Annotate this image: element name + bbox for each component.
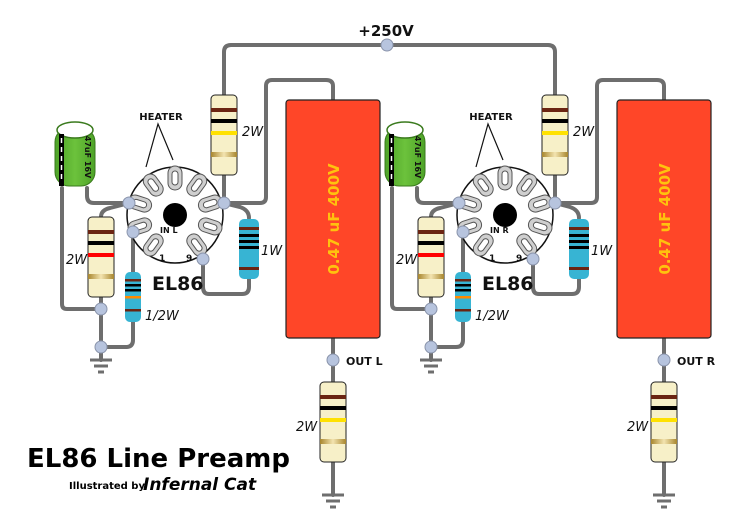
plate-resistor-watt: 2W (242, 125, 264, 140)
cathode-junction-node (424, 302, 438, 316)
grid-node (126, 225, 140, 239)
cathode-cap-neg-wire-right (390, 186, 433, 311)
heater-label: HEATER (139, 112, 183, 123)
screen-resistor-watt: 1W (261, 244, 283, 259)
screen-wire-top-right (553, 201, 581, 220)
electrolytic-label: 47uF 16V (413, 136, 422, 179)
screen-wire-bottom-right (531, 260, 581, 296)
screen-resistor (569, 219, 589, 279)
supply-rail-wire (222, 43, 557, 102)
output-resistor (650, 381, 678, 463)
supply-label: +250V (358, 22, 414, 40)
grid-resistor (125, 272, 141, 322)
cathode-junction-node (94, 302, 108, 316)
pin1-label: 1 (159, 254, 165, 264)
electrolytic-label: 47uF 16V (83, 136, 92, 179)
plate-to-cap-wire-right (553, 78, 666, 205)
cathode-resistor-watt: 2W (396, 253, 418, 268)
screen-resistor-watt: 1W (591, 244, 613, 259)
screen-node (196, 252, 210, 266)
grid-resistor-watt: 1/2W (475, 309, 510, 324)
screen-wire-top-left (222, 201, 251, 220)
cathode-cap-neg-wire-left (60, 186, 103, 311)
input-label: IN L (160, 226, 178, 235)
tube-socket-right (455, 165, 555, 264)
heater-pointer (145, 122, 174, 168)
cathode-node (122, 196, 136, 210)
plate-node (548, 196, 562, 210)
coupling-cap-label: 0.47 uF 400V (656, 163, 674, 275)
tube-socket-left (125, 165, 225, 264)
tube-label: EL86 (152, 273, 204, 295)
coupling-cap-label: 0.47 uF 400V (325, 163, 343, 275)
grid-gnd-wire-right (429, 320, 465, 349)
cathode-cap-wire-left (85, 186, 131, 205)
supply-node (380, 38, 394, 52)
diagram-title: EL86 Line Preamp (27, 444, 290, 474)
heater-label: HEATER (469, 112, 513, 123)
electrolytic-capacitor-left: 47uF 16V (54, 121, 96, 187)
output-resistor-watt: 2W (296, 420, 318, 435)
heater-pointer (475, 122, 504, 168)
output-resistor (319, 381, 347, 463)
plate-resistor-watt: 2W (573, 125, 595, 140)
screen-wire-bottom-left (201, 260, 251, 296)
grid-node (456, 225, 470, 239)
credit-prefix: Illustrated by (69, 481, 145, 492)
cathode-cap-wire-right (415, 186, 461, 205)
pin1-label: 1 (489, 254, 495, 264)
electrolytic-capacitor-right: 47uF 16V (384, 121, 426, 187)
cathode-resistor-watt: 2W (66, 253, 88, 268)
input-label: IN R (490, 226, 509, 235)
grid-gnd-wire-left (99, 320, 135, 349)
pin9-label: 9 (516, 254, 522, 264)
screen-node (526, 252, 540, 266)
cathode-resistor (417, 216, 445, 298)
cathode-node (452, 196, 466, 210)
tube-label: EL86 (482, 273, 534, 295)
grid-resistor-watt: 1/2W (145, 309, 180, 324)
plate-resistor (210, 94, 238, 176)
plate-to-cap-wire-left (222, 78, 335, 205)
ground-node (94, 340, 108, 354)
channel-left: 47uF 16V HEATER IN L 1 9 EL86 (54, 78, 383, 509)
output-label: OUT R (677, 355, 716, 368)
output-label: OUT L (346, 355, 383, 368)
ground-node (424, 340, 438, 354)
cathode-resistor (87, 216, 115, 298)
pin9-label: 9 (186, 254, 192, 264)
plate-resistor (541, 94, 569, 176)
plate-node (217, 196, 231, 210)
channel-right: 47uF 16V HEATER IN R 1 9 EL86 2W 2W (384, 78, 716, 509)
output-node[interactable] (657, 353, 671, 367)
grid-resistor (455, 272, 471, 322)
output-node[interactable] (326, 353, 340, 367)
coupling-capacitor-right: 0.47 uF 400V (616, 99, 712, 339)
credit-name: Infernal Cat (143, 475, 257, 495)
coupling-capacitor-left: 0.47 uF 400V (285, 99, 381, 339)
cathode-res-wire-left (99, 201, 131, 219)
socket-center-hole (493, 203, 517, 227)
cathode-res-wire-right (429, 201, 461, 219)
socket-center-hole (163, 203, 187, 227)
screen-resistor (239, 219, 259, 279)
output-resistor-watt: 2W (627, 420, 649, 435)
